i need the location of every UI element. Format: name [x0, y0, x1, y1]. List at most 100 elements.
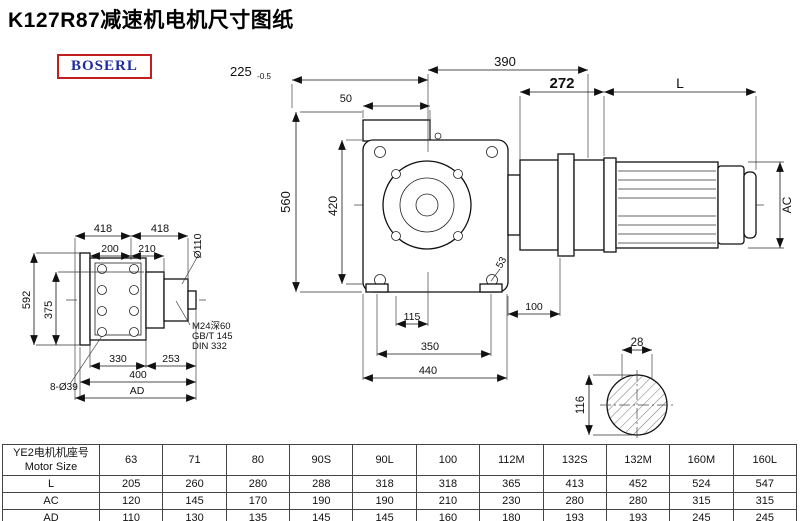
dim-420-label: 420 [326, 196, 340, 216]
col-header: 90L [352, 444, 417, 476]
dim-440-label: 440 [419, 365, 437, 377]
col-header: 90S [289, 444, 354, 476]
table-cell: 280 [605, 492, 671, 510]
table-cell: 190 [352, 492, 417, 510]
dim-375-label: 375 [43, 301, 55, 319]
table-cell: 190 [289, 492, 354, 510]
table-row-AC: AC 120 145 170 190 190 210 230 280 280 3… [2, 492, 798, 510]
table-cell: 193 [542, 509, 607, 521]
front-view-outline [66, 252, 206, 346]
table-cell: 280 [225, 475, 291, 493]
table-cell: 365 [479, 475, 544, 493]
shaft-section-circle [606, 374, 668, 436]
col-header: 160L [732, 444, 798, 476]
table-cell: 210 [415, 492, 481, 510]
table-cell: 145 [289, 509, 354, 521]
dim-L-label: L [676, 75, 684, 91]
thread-note-line1: M24深60 [192, 321, 231, 332]
motor-outline [507, 153, 757, 257]
thread-note-line3: DIN 332 [192, 341, 227, 352]
row-label: L [2, 475, 100, 493]
dim-390-label: 390 [494, 54, 516, 69]
table-corner-header: YE2电机机座号 Motor Size [2, 444, 100, 476]
table-cell: 193 [605, 509, 671, 521]
table-corner-header-cn: YE2电机机座号 [13, 446, 89, 459]
table-cell: 547 [732, 475, 798, 493]
table-row-L: L 205 260 280 288 318 318 365 413 452 52… [2, 475, 798, 493]
dim-225-label: 225 -0.5 [230, 63, 271, 81]
shaft-section-view: 28 116 [575, 337, 674, 440]
dim-400-label: 400 [129, 369, 147, 381]
dim-225-value: 225 [230, 64, 252, 79]
col-header: 160M [669, 444, 734, 476]
table-cell: 245 [732, 509, 798, 521]
dim-115-label: 115 [404, 311, 421, 323]
holes-note-label: 8-Ø39 [50, 382, 78, 393]
front-view-dimension-lines [30, 232, 200, 402]
dim-53-label: 53 [494, 255, 509, 270]
boserl-logo: BOSERL [57, 54, 152, 79]
table-corner-header-en: Motor Size [24, 461, 78, 473]
table-cell: 260 [162, 475, 227, 493]
col-header: 71 [162, 444, 227, 476]
dim-592-label: 592 [21, 291, 33, 309]
table-cell: 245 [669, 509, 734, 521]
table-cell: 452 [605, 475, 671, 493]
col-header: 132S [542, 444, 607, 476]
front-view: 418 418 200 210 592 375 Ø110 330 253 400… [21, 223, 233, 402]
col-header: 63 [98, 444, 164, 476]
table-cell: 205 [98, 475, 164, 493]
page-title: K127R87减速机电机尺寸图纸 [8, 9, 294, 32]
row-label: AC [2, 492, 100, 510]
table-cell: 288 [289, 475, 354, 493]
table-cell: 135 [225, 509, 291, 521]
motor-dimension-lines [519, 88, 784, 249]
dim-560-label: 560 [278, 191, 293, 213]
table-cell: 315 [732, 492, 798, 510]
table-cell: 110 [98, 509, 164, 521]
dim-272-label: 272 [549, 75, 574, 92]
col-header: 112M [479, 444, 544, 476]
dim-225-tolerance: -0.5 [257, 72, 271, 81]
boserl-logo-text: BOSERL [71, 58, 138, 74]
table-cell: 524 [669, 475, 734, 493]
dim-100-label: 100 [525, 301, 543, 313]
col-header: 80 [225, 444, 291, 476]
table-cell: 280 [542, 492, 607, 510]
dim-AD-label: AD [130, 385, 145, 397]
dim-253-label: 253 [162, 353, 180, 365]
dim-28-label: 28 [631, 337, 644, 349]
motor-size-table: YE2电机机座号 Motor Size 63 71 80 90S 90L 100… [2, 444, 798, 521]
motor-view: 272 L AC [507, 75, 794, 257]
side-view-outline [354, 119, 764, 293]
side-view: 225 -0.5 390 50 560 420 53 115 100 350 4… [230, 54, 764, 382]
table-cell: 130 [162, 509, 227, 521]
row-label: AD [2, 509, 100, 521]
table-cell: 180 [479, 509, 544, 521]
dim-bore-110-label: Ø110 [192, 233, 204, 258]
col-header: 100 [415, 444, 481, 476]
technical-drawing: 418 418 200 210 592 375 Ø110 330 253 400… [21, 54, 794, 440]
dim-210-label: 210 [138, 243, 156, 255]
col-header: 132M [605, 444, 671, 476]
dim-116-label: 116 [575, 396, 587, 414]
dim-200-label: 200 [101, 243, 119, 255]
table-cell: 145 [352, 509, 417, 521]
table-cell: 120 [98, 492, 164, 510]
table-cell: 230 [479, 492, 544, 510]
dim-418-right-label: 418 [151, 223, 169, 235]
dim-418-left-label: 418 [94, 223, 112, 235]
table-cell: 413 [542, 475, 607, 493]
dim-330-label: 330 [109, 353, 127, 365]
table-cell: 318 [415, 475, 481, 493]
table-cell: 315 [669, 492, 734, 510]
dim-50-label: 50 [340, 93, 352, 105]
table-cell: 318 [352, 475, 417, 493]
table-row-AD: AD 110 130 135 145 145 160 180 193 193 2… [2, 509, 798, 521]
table-cell: 170 [225, 492, 291, 510]
motor-fins [618, 170, 716, 244]
table-cell: 160 [415, 509, 481, 521]
dim-AC-label: AC [780, 196, 794, 213]
table-header-row: YE2电机机座号 Motor Size 63 71 80 90S 90L 100… [2, 444, 798, 476]
